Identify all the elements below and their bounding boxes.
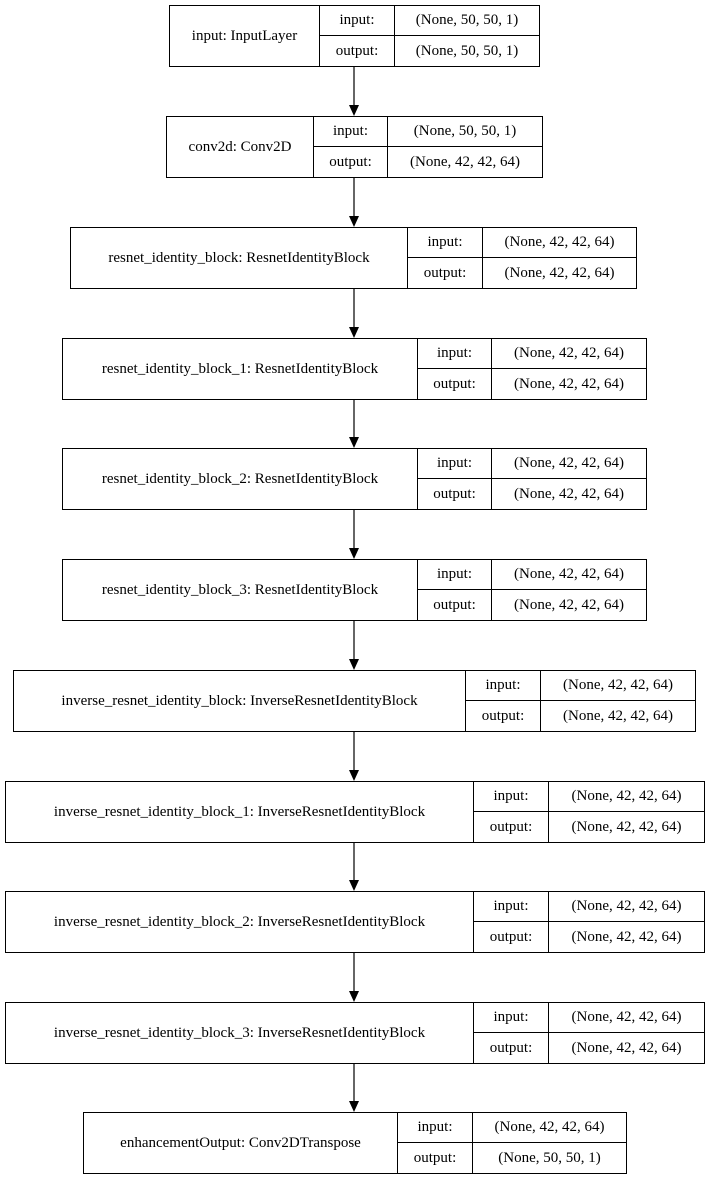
output-shape: (None, 42, 42, 64) [571, 818, 682, 835]
layer-node: resnet_identity_block_1: ResnetIdentityB… [62, 338, 647, 400]
input-label: input: [314, 117, 387, 147]
layer-node: inverse_resnet_identity_block_2: Inverse… [5, 891, 705, 953]
input-shape: (None, 42, 42, 64) [483, 228, 636, 258]
layer-node: resnet_identity_block_2: ResnetIdentityB… [62, 448, 647, 510]
layer-name: inverse_resnet_identity_block_2: Inverse… [6, 892, 474, 952]
output-label: output: [489, 1039, 533, 1056]
input-shape: (None, 42, 42, 64) [549, 782, 704, 812]
arrow-head-icon [349, 991, 359, 1002]
layer-node: resnet_identity_block: ResnetIdentityBlo… [70, 227, 637, 289]
input-label: input: [474, 892, 548, 922]
output-label: output: [413, 1149, 457, 1166]
output-shape: (None, 50, 50, 1) [498, 1149, 601, 1166]
arrow-head-icon [349, 105, 359, 116]
input-label: input: [418, 560, 491, 590]
output-shape: (None, 42, 42, 64) [410, 153, 520, 170]
output-label: output: [481, 707, 525, 724]
input-label: input: [320, 6, 394, 36]
arrow-head-icon [349, 770, 359, 781]
arrow-head-icon [349, 216, 359, 227]
input-shape: (None, 42, 42, 64) [492, 560, 646, 590]
input-shape: (None, 42, 42, 64) [492, 339, 646, 369]
layer-name: resnet_identity_block_2: ResnetIdentityB… [63, 449, 418, 509]
output-label: output: [423, 264, 467, 281]
output-shape: (None, 42, 42, 64) [514, 485, 624, 502]
output-label: output: [433, 485, 476, 502]
layer-name: input: InputLayer [170, 6, 320, 66]
output-label: output: [433, 375, 476, 392]
arrow-head-icon [349, 659, 359, 670]
input-shape: (None, 50, 50, 1) [395, 6, 539, 36]
output-label: output: [335, 42, 379, 59]
output-label: output: [489, 818, 533, 835]
input-label: input: [418, 449, 491, 479]
output-label: output: [433, 596, 476, 613]
layer-name: inverse_resnet_identity_block_1: Inverse… [6, 782, 474, 842]
output-shape: (None, 42, 42, 64) [563, 707, 673, 724]
arrow-head-icon [349, 880, 359, 891]
input-label: input: [474, 1003, 548, 1033]
layer-node: inverse_resnet_identity_block_1: Inverse… [5, 781, 705, 843]
input-shape: (None, 42, 42, 64) [473, 1113, 626, 1143]
input-label: input: [474, 782, 548, 812]
output-shape: (None, 50, 50, 1) [415, 42, 519, 59]
output-shape: (None, 42, 42, 64) [514, 596, 624, 613]
output-label: output: [329, 153, 372, 170]
input-label: input: [408, 228, 482, 258]
output-label: output: [489, 928, 533, 945]
layer-node: inverse_resnet_identity_block: InverseRe… [13, 670, 696, 732]
layer-node: resnet_identity_block_3: ResnetIdentityB… [62, 559, 647, 621]
input-label: input: [466, 671, 540, 701]
output-shape: (None, 42, 42, 64) [571, 1039, 682, 1056]
input-shape: (None, 42, 42, 64) [541, 671, 695, 701]
input-shape: (None, 42, 42, 64) [549, 892, 704, 922]
output-shape: (None, 42, 42, 64) [571, 928, 682, 945]
input-shape: (None, 42, 42, 64) [492, 449, 646, 479]
layer-name: inverse_resnet_identity_block: InverseRe… [14, 671, 466, 731]
arrow-head-icon [349, 1101, 359, 1112]
arrow-head-icon [349, 548, 359, 559]
layer-name: enhancementOutput: Conv2DTranspose [84, 1113, 398, 1173]
layer-name: resnet_identity_block: ResnetIdentityBlo… [71, 228, 408, 288]
arrow-head-icon [349, 437, 359, 448]
input-shape: (None, 50, 50, 1) [388, 117, 542, 147]
input-shape: (None, 42, 42, 64) [549, 1003, 704, 1033]
output-shape: (None, 42, 42, 64) [504, 264, 615, 281]
layer-name: resnet_identity_block_1: ResnetIdentityB… [63, 339, 418, 399]
output-shape: (None, 42, 42, 64) [514, 375, 624, 392]
arrow-head-icon [349, 327, 359, 338]
layer-name: inverse_resnet_identity_block_3: Inverse… [6, 1003, 474, 1063]
input-label: input: [398, 1113, 472, 1143]
layer-name: conv2d: Conv2D [167, 117, 314, 177]
input-label: input: [418, 339, 491, 369]
layer-name: resnet_identity_block_3: ResnetIdentityB… [63, 560, 418, 620]
layer-node: inverse_resnet_identity_block_3: Inverse… [5, 1002, 705, 1064]
